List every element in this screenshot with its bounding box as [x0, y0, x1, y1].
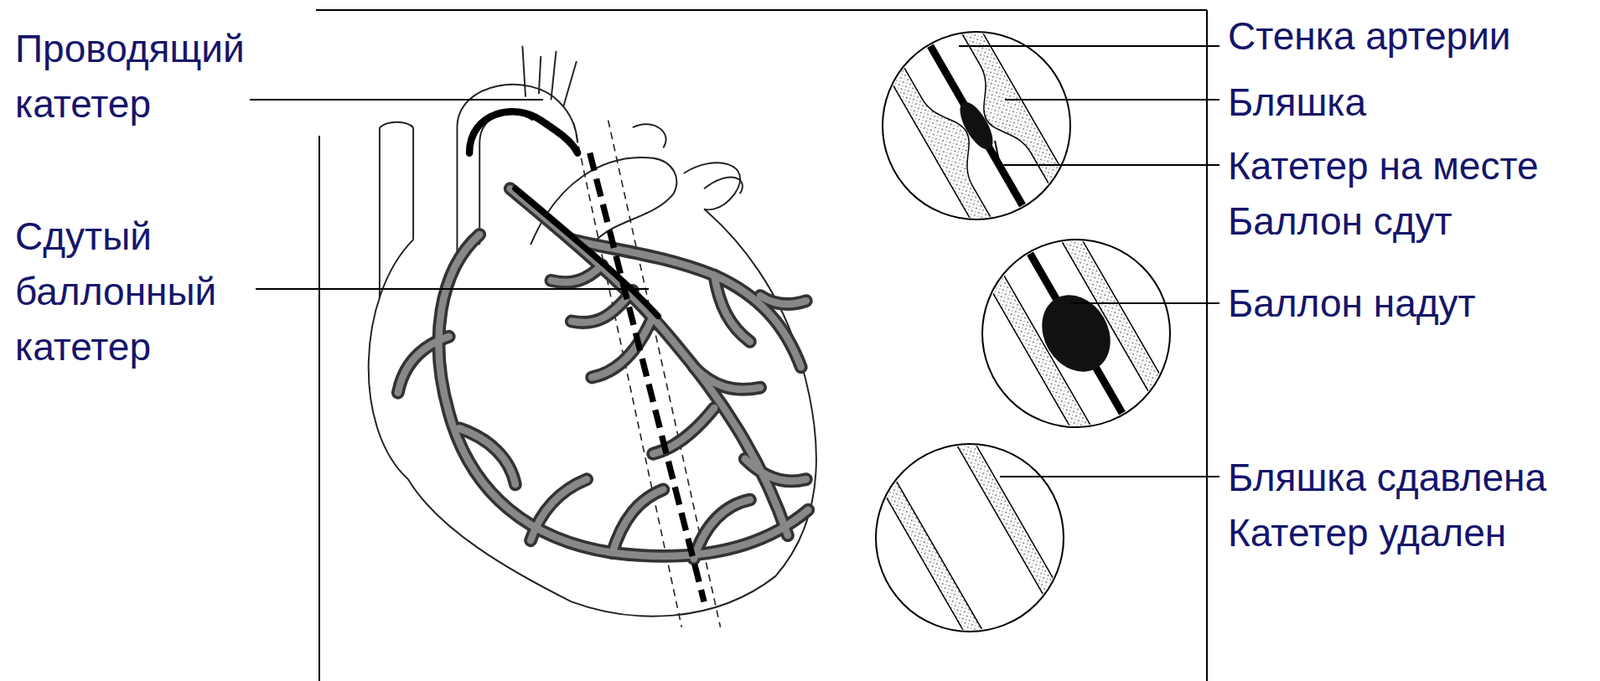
part-label: Бляшка сдавлена Катетер удален: [1227, 450, 1597, 561]
part-label: Баллон надут: [1227, 275, 1597, 332]
leader-line: [249, 46, 1220, 477]
frame-line: [315, 10, 1207, 681]
part-label: Катетер на месте Баллон сдут: [1227, 138, 1597, 249]
artery-detail: [840, 367, 1098, 681]
part-label: Сдутый баллонный катетер: [15, 208, 292, 375]
heart-drawing: [368, 46, 817, 628]
part-label: Проводящий катетер: [15, 20, 292, 132]
part-label: Стенка артерии: [1227, 8, 1597, 64]
part-label: Бляшка: [1227, 74, 1597, 130]
